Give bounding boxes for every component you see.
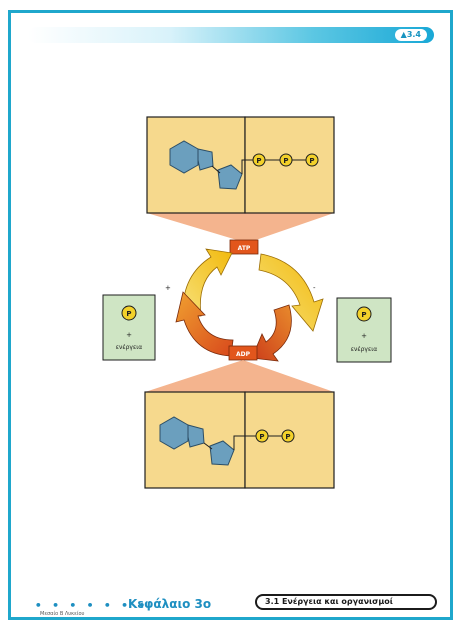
adenine-pentagon	[197, 148, 214, 171]
phosphate-label: P	[259, 433, 264, 441]
ribose-pentagon	[209, 440, 235, 466]
arrow-left-up-orange	[175, 291, 234, 357]
adenine-hexagon	[169, 140, 199, 174]
phosphate-circle	[305, 153, 319, 167]
adp-label: ADP	[236, 351, 251, 358]
left-plus: +	[126, 331, 132, 339]
left-energy-label: ενέργεια	[116, 344, 142, 351]
section-title: 3.1 Ενέργεια και οργανισμοί	[255, 594, 437, 610]
phosphate-label: P	[256, 157, 261, 165]
footer-dots: • • • • • • •	[35, 599, 148, 612]
phosphate-circle	[281, 429, 295, 443]
right-phosphate-label: P	[361, 311, 366, 319]
adenine-hexagon	[159, 416, 189, 450]
atp-molecule-panel: P P P	[146, 116, 335, 243]
left-sign: +	[165, 284, 171, 292]
page-number-badge: ▲3.4	[394, 29, 427, 41]
bond	[203, 442, 213, 450]
left-phosphate-label: P	[126, 310, 131, 318]
phosphate-circle	[279, 153, 293, 167]
arrow-right-down-yellow	[258, 253, 324, 332]
bond	[211, 165, 221, 174]
left-energy-box: + P + ενέργεια	[102, 284, 171, 361]
atp-connector-triangle	[147, 213, 334, 243]
atp-block: ATP	[229, 239, 259, 255]
bond	[233, 435, 256, 450]
right-plus: +	[361, 332, 367, 340]
chapter-title: Κεφάλαιο 3ο	[128, 597, 212, 611]
adp-block: ADP	[228, 345, 258, 361]
phosphate-label: P	[283, 157, 288, 165]
arrow-left-up-yellow	[182, 248, 233, 317]
left-phosphate-circle	[121, 305, 137, 321]
right-sign: -	[313, 284, 316, 292]
atp-label: ATP	[238, 245, 251, 252]
right-energy-label: ενέργεια	[351, 346, 377, 353]
right-phosphate-circle	[356, 306, 372, 322]
header-bar: ▲3.4	[28, 27, 434, 43]
phosphate-circle	[252, 153, 266, 167]
adp-connector-triangle	[145, 360, 334, 392]
bond	[241, 159, 253, 174]
adenine-pentagon	[187, 424, 205, 448]
phosphate-label: P	[285, 433, 290, 441]
adp-molecule-panel: P P	[144, 360, 335, 489]
arrow-right-down-red	[251, 304, 292, 362]
phosphate-label: P	[309, 157, 314, 165]
footer-small-text: Μεσαίο Β Λυκείου	[40, 611, 85, 617]
right-energy-box: - P + ενέργεια	[313, 284, 392, 363]
ribose-pentagon	[217, 164, 243, 190]
phosphate-circle	[255, 429, 269, 443]
